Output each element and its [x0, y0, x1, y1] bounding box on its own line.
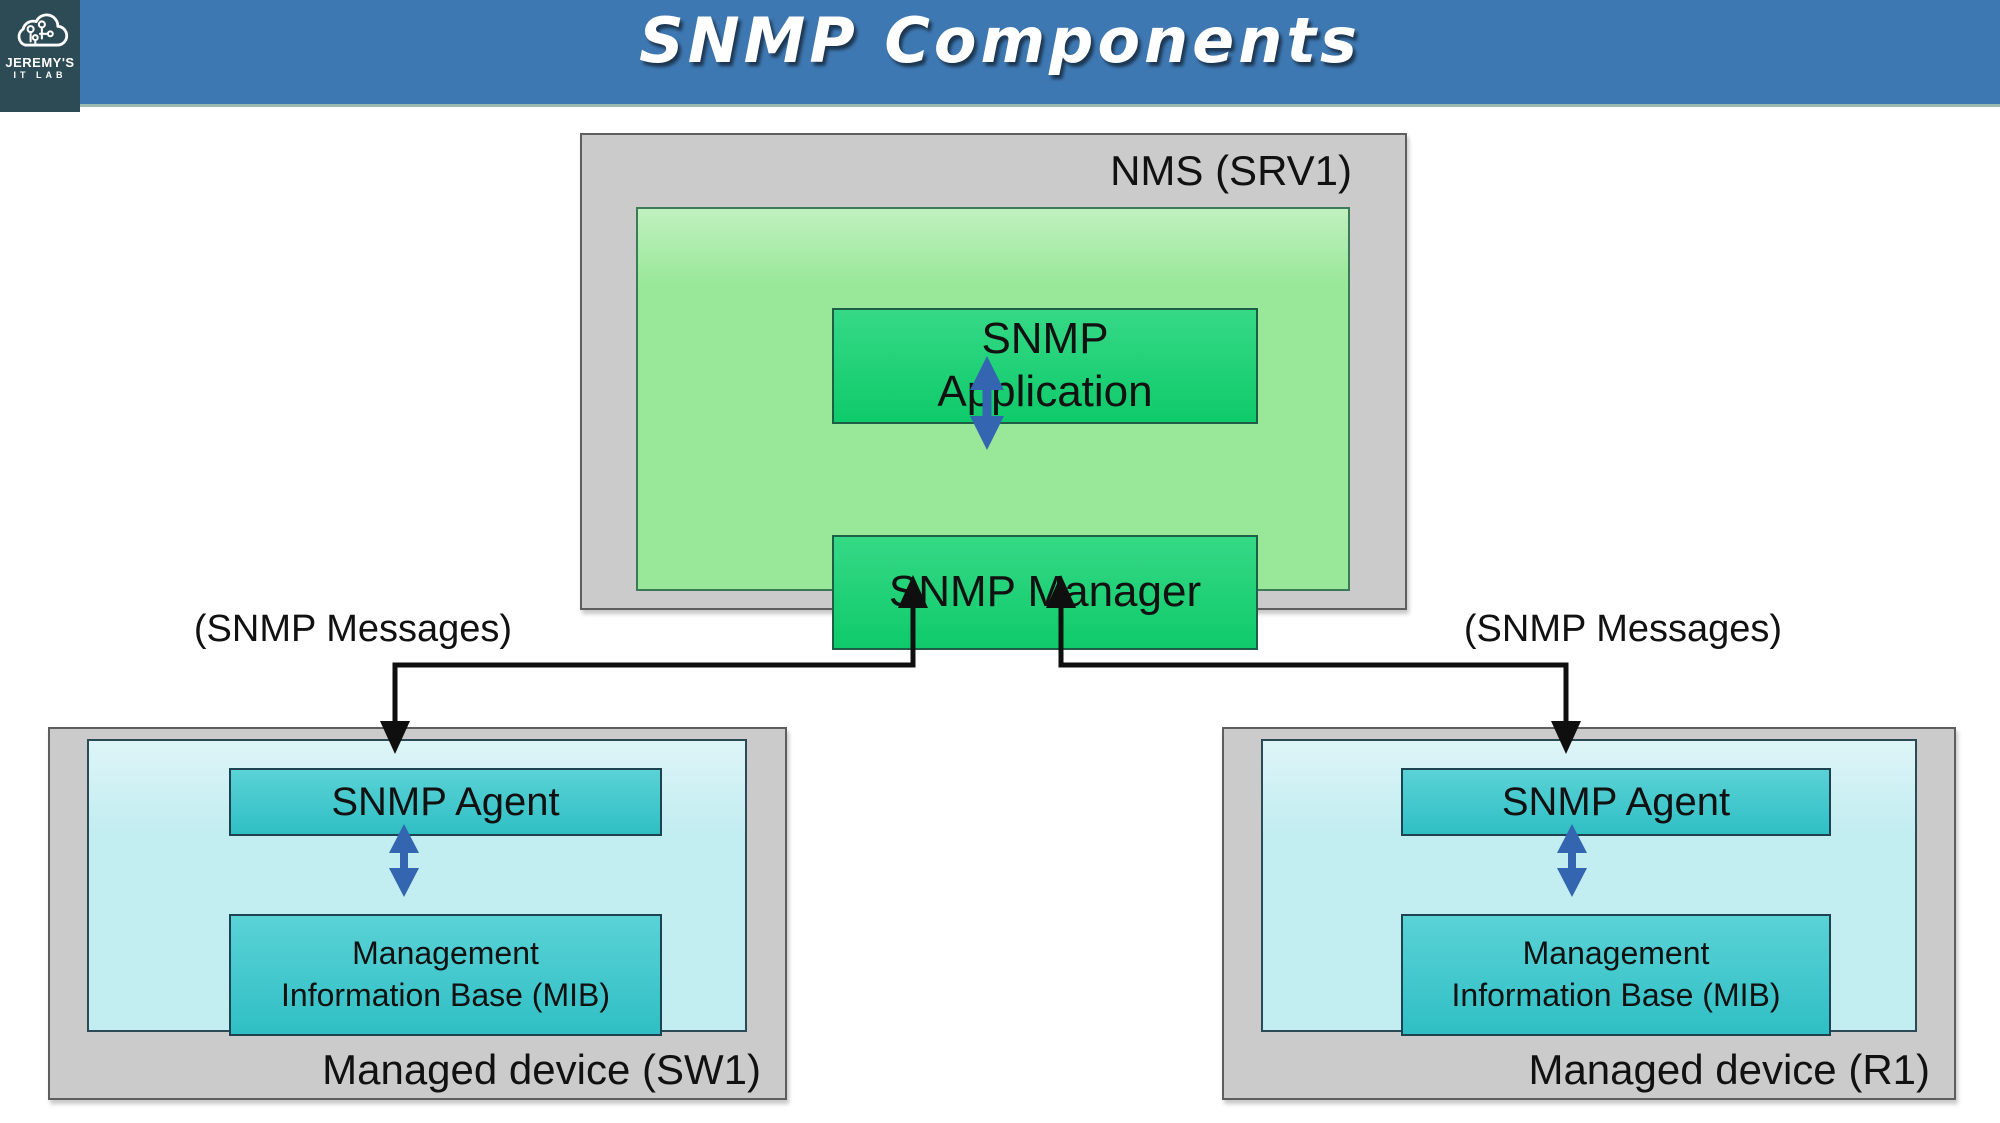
jeremys-it-lab-logo: JEREMY'S IT LAB [0, 0, 80, 112]
mib-label-sw1-line1: Management [352, 935, 539, 972]
snmp-agent-box-r1: SNMP Agent [1401, 768, 1831, 836]
snmp-manager-box: SNMP Manager [832, 535, 1258, 650]
snmp-agent-label-sw1: SNMP Agent [331, 779, 560, 824]
device-r1-inner-container: SNMP Agent Management Information Base (… [1261, 739, 1917, 1036]
snmp-manager-label: SNMP Manager [888, 567, 1202, 617]
header-bar [0, 0, 2000, 107]
snmp-application-label-line1: SNMP [981, 314, 1109, 364]
snmp-application-box: SNMP Application [832, 308, 1258, 424]
mib-label-r1-line2: Information Base (MIB) [1451, 977, 1781, 1013]
snmp-agent-label-r1: SNMP Agent [1501, 779, 1731, 824]
mib-box-sw1: Management Information Base (MIB) [229, 914, 662, 1036]
snmp-agent-box-sw1: SNMP Agent [229, 768, 662, 836]
nms-software-container: SNMP Application SNMP Manager [636, 207, 1350, 650]
device-sw1-inner-container: SNMP Agent Management Information Base (… [87, 739, 747, 1036]
managed-device-r1-label: Managed device (R1) [1528, 1046, 1930, 1093]
mib-label-r1-line1: Management [1522, 935, 1710, 972]
mib-label-sw1-line2: Information Base (MIB) [281, 977, 610, 1013]
managed-device-r1-box: SNMP Agent Management Information Base (… [1222, 727, 1956, 1100]
snmp-messages-label-left: (SNMP Messages) [193, 608, 513, 650]
mib-box-r1: Management Information Base (MIB) [1401, 914, 1831, 1036]
logo-text-line2: IT LAB [13, 70, 67, 80]
managed-device-sw1-box: SNMP Agent Management Information Base (… [48, 727, 787, 1100]
managed-device-sw1-label: Managed device (SW1) [322, 1046, 761, 1093]
logo-text-line1: JEREMY'S [5, 55, 75, 70]
nms-label: NMS (SRV1) [1110, 147, 1352, 194]
snmp-messages-label-right: (SNMP Messages) [1463, 608, 1783, 650]
nms-server-box: NMS (SRV1) SNMP Application SNMP Manager [580, 133, 1407, 650]
snmp-application-label-line2: Application [937, 367, 1153, 416]
page-title: SNMP Components [639, 4, 1361, 77]
cloud-circuit-icon [17, 13, 69, 47]
